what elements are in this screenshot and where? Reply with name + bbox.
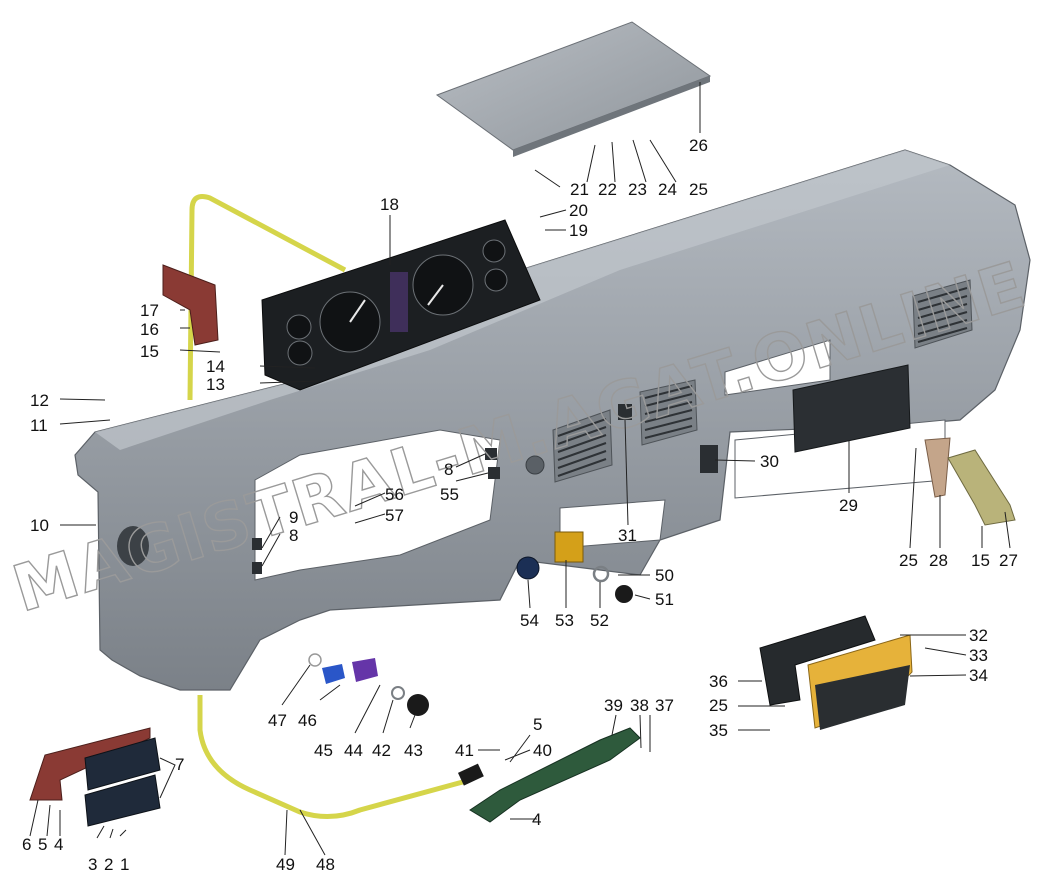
callout-53: 53 bbox=[555, 611, 574, 630]
callout-43: 43 bbox=[404, 741, 423, 760]
callout-33: 33 bbox=[969, 646, 988, 665]
callout-47: 47 bbox=[268, 711, 287, 730]
callout-48: 48 bbox=[316, 855, 335, 874]
callout-8: 8 bbox=[444, 460, 453, 479]
callout-15: 15 bbox=[140, 342, 159, 361]
callout-42: 42 bbox=[372, 741, 391, 760]
callout-40: 40 bbox=[533, 741, 552, 760]
callout-25: 25 bbox=[709, 696, 728, 715]
callout-5: 5 bbox=[38, 835, 47, 854]
glovebox-frame bbox=[759, 615, 876, 706]
callout-37: 37 bbox=[655, 696, 674, 715]
vent-grille-center-left bbox=[552, 409, 613, 483]
callout-38: 38 bbox=[630, 696, 649, 715]
cable-tube bbox=[187, 194, 471, 819]
part-43 bbox=[407, 694, 429, 716]
part-52 bbox=[592, 565, 610, 583]
callout-5: 5 bbox=[533, 715, 542, 734]
callout-3: 3 bbox=[88, 855, 97, 874]
callout-2: 2 bbox=[104, 855, 113, 874]
callout-50: 50 bbox=[655, 566, 674, 585]
control-module-lower bbox=[84, 774, 161, 827]
callout-19: 19 bbox=[569, 221, 588, 240]
bracket-red bbox=[162, 264, 219, 346]
part-46 bbox=[322, 664, 345, 684]
callout-32: 32 bbox=[969, 626, 988, 645]
part-54 bbox=[516, 556, 540, 580]
callout-8: 8 bbox=[289, 526, 298, 545]
callout-57: 57 bbox=[385, 506, 404, 525]
callout-20: 20 bbox=[569, 201, 588, 220]
callout-49: 49 bbox=[276, 855, 295, 874]
callout-12: 12 bbox=[30, 391, 49, 410]
callout-25: 25 bbox=[689, 180, 708, 199]
callout-18: 18 bbox=[380, 195, 399, 214]
callout-39: 39 bbox=[604, 696, 623, 715]
callout-25: 25 bbox=[899, 551, 918, 570]
callout-4: 4 bbox=[532, 810, 541, 829]
callout-21: 21 bbox=[570, 180, 589, 199]
leader-lines bbox=[29, 82, 1011, 856]
vent-grille-center-right bbox=[639, 379, 698, 446]
callout-46: 46 bbox=[298, 711, 317, 730]
callouts: 1 2 3 4 4 5 5 6 7 8 8 9 10 11 12 13 14 1… bbox=[22, 136, 1018, 874]
callout-17: 17 bbox=[140, 301, 159, 320]
part-42 bbox=[391, 686, 405, 700]
callout-44: 44 bbox=[344, 741, 363, 760]
callout-11: 11 bbox=[30, 416, 48, 435]
callout-14: 14 bbox=[206, 357, 225, 376]
callout-10: 10 bbox=[30, 516, 49, 535]
part-47 bbox=[308, 653, 322, 667]
callout-24: 24 bbox=[658, 180, 677, 199]
top-cover-plate bbox=[435, 21, 712, 157]
callout-9: 9 bbox=[289, 508, 298, 527]
callout-54: 54 bbox=[520, 611, 539, 630]
callout-56: 56 bbox=[385, 485, 404, 504]
callout-36: 36 bbox=[709, 672, 728, 691]
callout-51: 51 bbox=[655, 590, 674, 609]
glovebox-lid-part bbox=[792, 364, 911, 453]
callout-34: 34 bbox=[969, 666, 988, 685]
bracket-27 bbox=[947, 449, 1016, 526]
callout-31: 31 bbox=[618, 526, 637, 545]
callout-41: 41 bbox=[455, 741, 474, 760]
instrument-cluster bbox=[261, 219, 541, 391]
glovebox-door bbox=[815, 665, 910, 730]
callout-7: 7 bbox=[175, 755, 184, 774]
callout-1: 1 bbox=[120, 855, 129, 874]
callout-4: 4 bbox=[54, 835, 63, 854]
callout-13: 13 bbox=[206, 375, 225, 394]
callout-45: 45 bbox=[314, 741, 333, 760]
callout-27: 27 bbox=[999, 551, 1018, 570]
green-support bbox=[469, 727, 641, 823]
callout-35: 35 bbox=[709, 721, 728, 740]
bracket-28 bbox=[924, 437, 951, 498]
callout-30: 30 bbox=[760, 452, 779, 471]
callout-28: 28 bbox=[929, 551, 948, 570]
callout-23: 23 bbox=[628, 180, 647, 199]
callout-55: 55 bbox=[440, 485, 459, 504]
part-51 bbox=[615, 585, 633, 603]
callout-6: 6 bbox=[22, 835, 31, 854]
callout-22: 22 bbox=[598, 180, 617, 199]
callout-16: 16 bbox=[140, 320, 159, 339]
part-45 bbox=[352, 658, 378, 682]
callout-52: 52 bbox=[590, 611, 609, 630]
control-module-upper bbox=[84, 737, 161, 791]
vent-grille-right bbox=[912, 279, 973, 349]
callout-15: 15 bbox=[971, 551, 990, 570]
callout-26: 26 bbox=[689, 136, 708, 155]
callout-29: 29 bbox=[839, 496, 858, 515]
part-53 bbox=[554, 531, 584, 563]
